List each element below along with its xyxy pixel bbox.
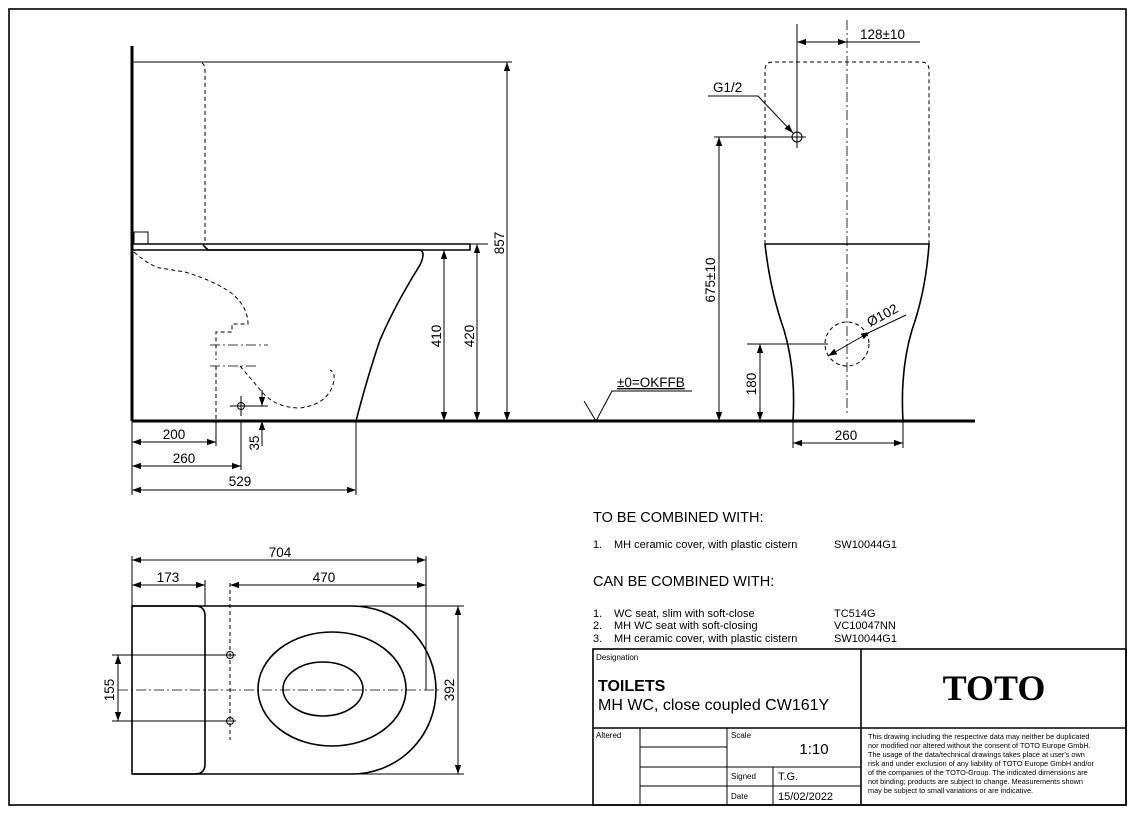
toto-logo: TOTO — [943, 668, 1046, 708]
list-item-desc: WC seat, slim with soft-close — [614, 608, 755, 620]
dim-704: 704 — [269, 545, 292, 560]
can-be-combined-heading: CAN BE COMBINED WITH: — [593, 574, 774, 590]
scale-value: 1:10 — [799, 741, 828, 758]
cistern-outline — [132, 61, 206, 244]
dim-529: 529 — [229, 474, 252, 489]
dim-200: 200 — [163, 427, 186, 442]
disclaimer-line: This drawing including the respective da… — [868, 732, 1089, 741]
floor-label: ±0=OKFFB — [617, 375, 685, 390]
dim-410: 410 — [429, 325, 444, 348]
signed-value: T.G. — [778, 771, 798, 783]
dim-180: 180 — [744, 373, 759, 396]
dim-128: 128±10 — [860, 27, 905, 42]
can-be-combined-section: CAN BE COMBINED WITH: 1. WC seat, slim w… — [593, 574, 897, 645]
altered-label: Altered — [596, 731, 621, 740]
top-bowl-opening — [282, 661, 364, 717]
list-item-code: TC514G — [834, 608, 876, 620]
list-item-desc: MH ceramic cover, with plastic cistern — [614, 539, 797, 551]
top-bowl-outline — [132, 605, 437, 775]
date-value: 15/02/2022 — [778, 791, 833, 803]
dim-173: 173 — [157, 570, 180, 585]
title-block: Designation TOILETS MH WC, close coupled… — [592, 648, 1127, 806]
disclaimer-line: of the companies of the TOTO-Group. The … — [868, 768, 1088, 777]
list-item-code: SW10044G1 — [834, 633, 897, 645]
seat-outline — [132, 243, 471, 251]
front-cistern-outline — [764, 61, 930, 244]
list-item-desc: MH ceramic cover, with plastic cistern — [614, 633, 797, 645]
to-be-combined-section: TO BE COMBINED WITH: 1. MH ceramic cover… — [593, 510, 897, 551]
list-item-num: 1. — [593, 608, 602, 620]
disclaimer-line: The usage of the data/technical drawings… — [868, 750, 1085, 759]
to-be-combined-heading: TO BE COMBINED WITH: — [593, 510, 764, 526]
list-item-desc: MH WC seat with soft-closing — [614, 620, 758, 632]
dim-35: 35 — [247, 435, 262, 450]
list-item-code: VC10047NN — [834, 620, 896, 632]
list-item-code: SW10044G1 — [834, 539, 897, 551]
scale-label: Scale — [731, 731, 752, 740]
signed-label: Signed — [731, 772, 756, 781]
dim-155: 155 — [102, 679, 117, 702]
front-view: Ø102 G1/2 128±10 675±10 180 260 — [703, 20, 930, 448]
designation-label: Designation — [596, 653, 638, 662]
list-item-num: 3. — [593, 633, 602, 645]
bowl-outline — [132, 249, 424, 422]
top-seat-oval — [257, 631, 407, 747]
date-label: Date — [731, 792, 748, 801]
dim-d102: Ø102 — [864, 301, 900, 330]
disclaimer-line: nor modified nor altered without the con… — [868, 741, 1091, 750]
inlet-label: G1/2 — [713, 80, 742, 95]
product-subtitle: MH WC, close coupled CW161Y — [598, 697, 830, 714]
dim-260-side: 260 — [173, 451, 196, 466]
disclaimer-line: may be subject to small variations or ar… — [868, 786, 1033, 795]
dim-392: 392 — [442, 679, 457, 702]
dim-470: 470 — [313, 570, 336, 585]
top-view: 704 173 470 155 392 — [102, 545, 464, 775]
trap-outline — [133, 251, 249, 360]
disclaimer-line: not binding; products are subject to cha… — [868, 777, 1083, 786]
dim-260-front: 260 — [835, 428, 858, 443]
dim-675: 675±10 — [703, 258, 718, 303]
drawing-frame — [8, 8, 1127, 806]
list-item-num: 2. — [593, 620, 602, 632]
dim-857: 857 — [492, 232, 507, 255]
disclaimer-line: risk and under exclusion of any liabilit… — [868, 759, 1094, 768]
product-title: TOILETS — [598, 678, 666, 695]
dim-420: 420 — [462, 325, 477, 348]
floor-level-marker: ±0=OKFFB — [583, 375, 692, 423]
list-item-num: 1. — [593, 539, 602, 551]
